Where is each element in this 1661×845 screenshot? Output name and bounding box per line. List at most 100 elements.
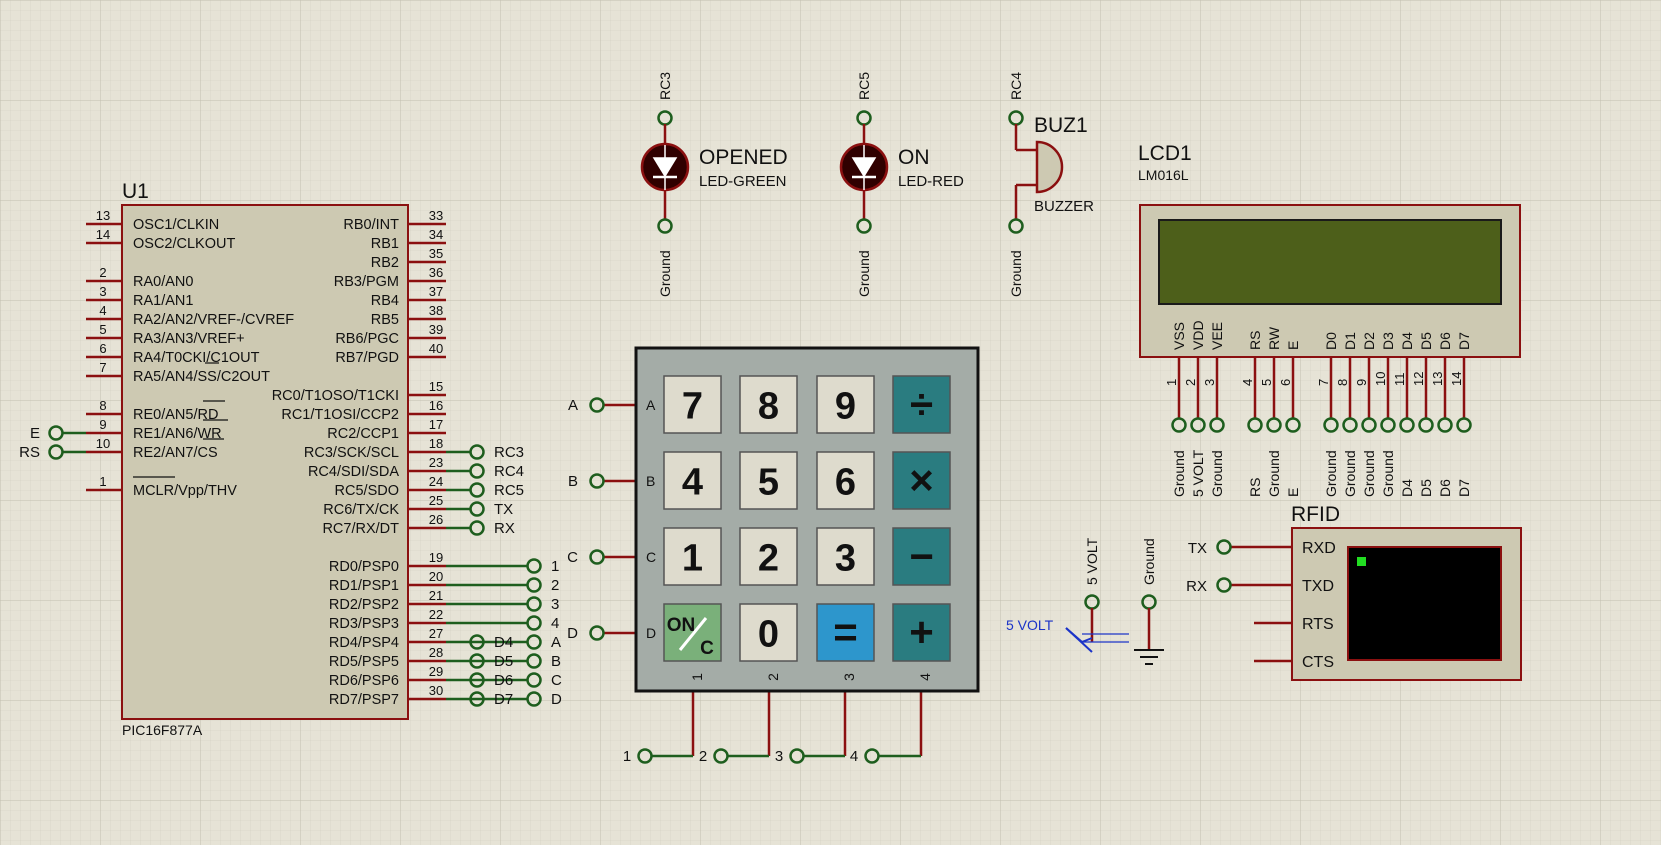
keypad-col-pin-label: 3 [841,673,857,681]
keypad-key-label: 9 [835,386,856,428]
lcd-pin-name: VEE [1209,322,1225,350]
keypad-key-label: 1 [682,538,703,580]
keypad-key-face [739,375,798,434]
keypad-row-terminal [589,397,605,413]
lcd-net-label: Ground [1323,450,1339,497]
keypad-key-face [892,603,951,662]
keypad-key-face [816,527,875,586]
mcu-right-pin-num: 39 [429,322,443,337]
buzzer-name: BUZ1 [1034,114,1088,137]
mcu-right-pin-name: RD5/PSP5 [329,654,399,670]
keypad-key[interactable]: = [816,603,875,662]
keypad-key[interactable]: ÷ [892,375,951,434]
keypad-key[interactable]: 1 [663,527,722,586]
mcu-right-pin-num: 21 [429,588,443,603]
mcu-left-pin-name: RA3/AN3/VREF+ [133,331,245,347]
terminal-label: B [551,653,561,670]
keypad-key[interactable]: × [892,451,951,510]
mcu-ref: U1 [122,180,149,203]
lcd-pin-name: VSS [1171,322,1187,350]
mcu-right-pin-name: RD4/PSP4 [329,635,399,651]
terminal-label: E [30,425,40,442]
mcu-right-pin-name: RD0/PSP0 [329,559,399,575]
keypad-key-label: 5 [758,462,779,504]
terminal-rd [526,634,542,650]
mcu-right-pin-name: RC6/TX/CK [323,502,399,518]
lcd-net-label: E [1285,488,1301,497]
keypad-key[interactable]: ONC [663,603,722,662]
keypad-key-face [816,451,875,510]
lcd-net-label: D6 [1437,479,1453,497]
buzzer-body [1035,140,1064,194]
mcu-right-pin-name: RB2 [371,255,399,271]
mcu-u1[interactable]: U1 PIC16F877A 13OSC1/CLKIN14OSC2/CLKOUT2… [86,180,446,738]
terminal-label: D6 [494,672,513,689]
mcu-right-pin-name: RD7/PSP7 [329,692,399,708]
mcu-left-pin-num: 6 [99,341,106,356]
lcd-terminal [1380,417,1396,433]
lcd-pin-num: 4 [1240,379,1255,386]
rfid-screen [1347,546,1502,661]
keypad-col-pin-label: 2 [765,673,781,681]
indicators: RC3GroundOPENEDLED-GREENRC5GroundONLED-R… [640,72,1094,297]
lcd-terminal [1456,417,1472,433]
mcu-left-pin-num: 3 [99,284,106,299]
terminal-rd [526,672,542,688]
keypad-key[interactable]: 4 [663,451,722,510]
lcd-pin-name: RW [1266,326,1282,350]
mcu-left-pin-name: RE2/AN7/CS [133,445,218,461]
mcu-right-pin-num: 33 [429,208,443,223]
keypad-row-terminal-label: D [567,625,578,642]
lcd-net-label: Ground [1266,450,1282,497]
mcu-right-pin-num: 30 [429,683,443,698]
lcd-pin-num: 7 [1316,379,1331,386]
mcu-right-pin-num: 37 [429,284,443,299]
keypad-col-pin-label: 1 [689,673,705,681]
keypad-row-terminal-label: A [568,397,578,414]
keypad-key-label: 3 [835,538,856,580]
keypad-key-face [739,527,798,586]
keypad-key-slash [678,617,708,651]
mcu-left-pin-num: 9 [99,417,106,432]
keypad-key[interactable]: 3 [816,527,875,586]
mcu-body [121,204,409,720]
rfid-net-label: TX [1188,540,1207,557]
keypad-key[interactable]: + [892,603,951,662]
keypad-key-label: 4 [682,462,703,504]
mcu-left-pin-name: OSC2/CLKOUT [133,236,235,252]
keypad-key[interactable]: 9 [816,375,875,434]
keypad-key[interactable]: 7 [663,375,722,434]
lcd-pin-name: RS [1247,331,1263,350]
keypad-key[interactable]: 6 [816,451,875,510]
terminal-rd [526,577,542,593]
keypad-key[interactable]: 2 [739,527,798,586]
terminal-label: RX [494,520,515,537]
keypad-col-pin-label: 4 [917,673,933,681]
keypad-key[interactable]: 0 [739,603,798,662]
terminal-rc [469,463,485,479]
lcd-ref: LCD1 [1138,142,1192,165]
keypad-key[interactable]: 8 [739,375,798,434]
mcu-right-pin-num: 28 [429,645,443,660]
keypad-key-label: C [700,638,714,659]
terminal-label: D [551,691,562,708]
lcd-terminal [1171,417,1187,433]
keypad-key[interactable]: − [892,527,951,586]
lcd-net-label: 5 VOLT [1190,449,1206,497]
led-bottom-terminal [657,218,673,234]
lcd-pin-name: D7 [1456,332,1472,350]
led-ground-label: Ground [657,250,673,297]
rfid-pin-name: RTS [1302,616,1334,633]
keypad-key[interactable]: 5 [739,451,798,510]
buzzer-ground-label: Ground [1008,250,1024,297]
terminal-label: 2 [551,577,559,594]
terminal-rs [48,444,64,460]
mcu-right-pin-name: RB4 [371,293,399,309]
